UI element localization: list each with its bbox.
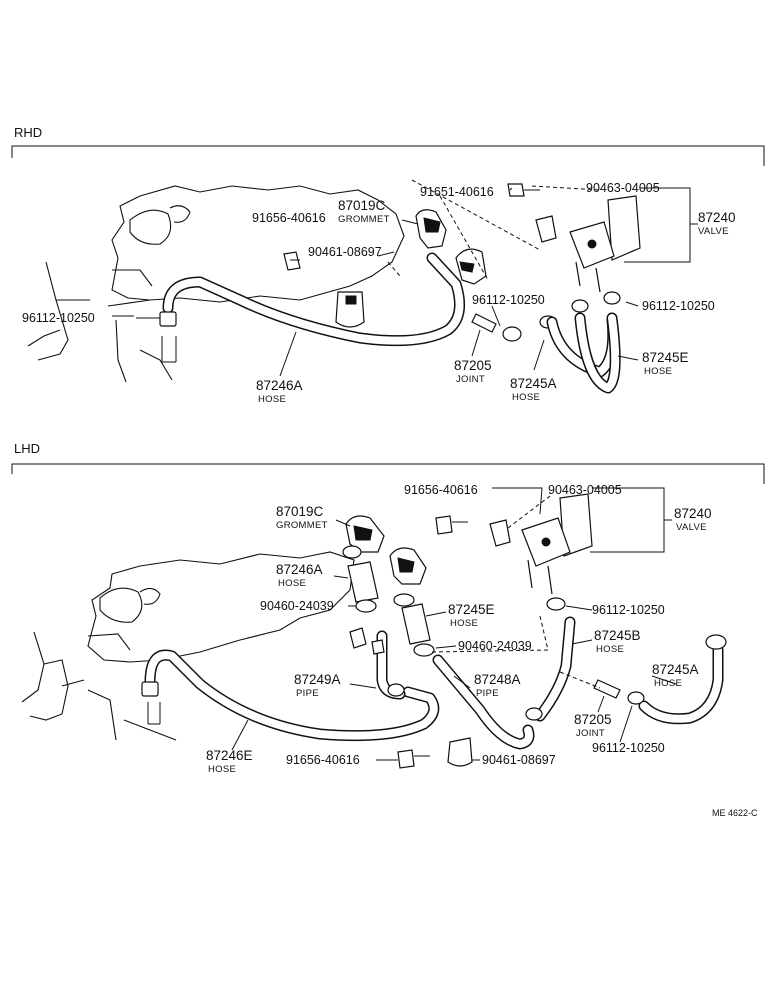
drawing-code: ME 4622-C <box>712 808 758 818</box>
rhd-clamp-part <box>335 291 365 328</box>
lhd-bolt-top-label: 91656-40616 <box>404 483 478 497</box>
lhd-ring2-label: 90460-24039 <box>458 639 532 653</box>
rhd-valve-name: VALVE <box>698 226 729 237</box>
lhd-clamp-bottom <box>447 737 473 767</box>
rhd-valve <box>535 195 641 293</box>
lhd-pipe-249a-number: 87249A <box>294 672 341 687</box>
lhd-pipe-248a-number: 87248A <box>474 672 521 687</box>
rhd-bolt <box>283 251 301 271</box>
lhd-valve-name: VALVE <box>676 522 707 533</box>
lhd-hose-246a-name: HOSE <box>278 578 306 589</box>
rhd-joint-number: 87205 <box>454 358 492 373</box>
lhd-section: LHD <box>11 441 765 775</box>
rhd-main-hose-name: HOSE <box>258 394 286 405</box>
rhd-grommet <box>415 209 487 285</box>
rhd-mid-clip-label: 96112-10250 <box>472 293 545 307</box>
lhd-valve <box>489 493 593 595</box>
rhd-bolt2-label: 91651-40616 <box>420 185 494 199</box>
lhd-right-clip-label: 96112-10250 <box>592 603 665 617</box>
rhd-hose-a-number: 87245A <box>510 376 557 391</box>
lhd-grommet-name: GROMMET <box>276 520 328 531</box>
rhd-grommet-name: GROMMET <box>338 214 390 225</box>
lhd-joint-name: JOINT <box>576 728 605 739</box>
lhd-bracket-line <box>11 463 765 484</box>
rhd-left-sketch <box>27 261 90 361</box>
lhd-hose-246a-number: 87246A <box>276 562 323 577</box>
rhd-bolt-label: 91656-40616 <box>252 211 326 225</box>
rhd-main-hose-number: 87246A <box>256 378 303 393</box>
rhd-section: RHD <box>11 125 765 405</box>
lhd-clamp-bottom-label: 90461-08697 <box>482 753 556 767</box>
rhd-joint-name: JOINT <box>456 374 485 385</box>
rhd-title: RHD <box>14 125 42 140</box>
lhd-hose-245b-name: HOSE <box>596 644 624 655</box>
lhd-bolt-top <box>435 515 453 535</box>
lhd-ring1-label: 90460-24039 <box>260 599 334 613</box>
lhd-pipe-248a-name: PIPE <box>476 688 499 699</box>
lhd-engine-outline <box>87 551 355 663</box>
rhd-grommet-number: 87019C <box>338 198 386 213</box>
rhd-hose-e-number: 87245E <box>642 350 689 365</box>
rhd-engine-outline <box>111 185 405 303</box>
lhd-title: LHD <box>14 441 40 456</box>
lhd-hose-245e-name: HOSE <box>450 618 478 629</box>
lhd-grommet-number: 87019C <box>276 504 324 519</box>
rhd-clip-label: 90463-04005 <box>586 181 660 195</box>
lhd-pipe-249a-name: PIPE <box>296 688 319 699</box>
lhd-main-hose-name: HOSE <box>208 764 236 775</box>
rhd-hose-e-name: HOSE <box>644 366 672 377</box>
lhd-hose-245a-name: HOSE <box>654 678 682 689</box>
lhd-hose-245a-number: 87245A <box>652 662 699 677</box>
lhd-hose-245b-number: 87245B <box>594 628 641 643</box>
rhd-left-clip-label: 96112-10250 <box>22 311 95 325</box>
rhd-right-clip-label: 96112-10250 <box>642 299 715 313</box>
lhd-joint-number: 87205 <box>574 712 612 727</box>
lhd-bolt-bottom <box>397 749 415 769</box>
rhd-valve-number: 87240 <box>698 210 736 225</box>
rhd-hose-a-name: HOSE <box>512 392 540 403</box>
rhd-bracket-line <box>11 145 765 166</box>
lhd-clip-label: 90463-04005 <box>548 483 622 497</box>
rhd-clamp-label: 90461-08697 <box>308 245 382 259</box>
lhd-left-sketch <box>21 631 85 721</box>
lhd-grommet <box>345 515 427 585</box>
lhd-bottom-clip-label: 96112-10250 <box>592 741 665 755</box>
lhd-hose-245e-number: 87245E <box>448 602 495 617</box>
lhd-bolt-bottom-label: 91656-40616 <box>286 753 360 767</box>
lhd-main-hose-number: 87246E <box>206 748 253 763</box>
lhd-valve-number: 87240 <box>674 506 712 521</box>
